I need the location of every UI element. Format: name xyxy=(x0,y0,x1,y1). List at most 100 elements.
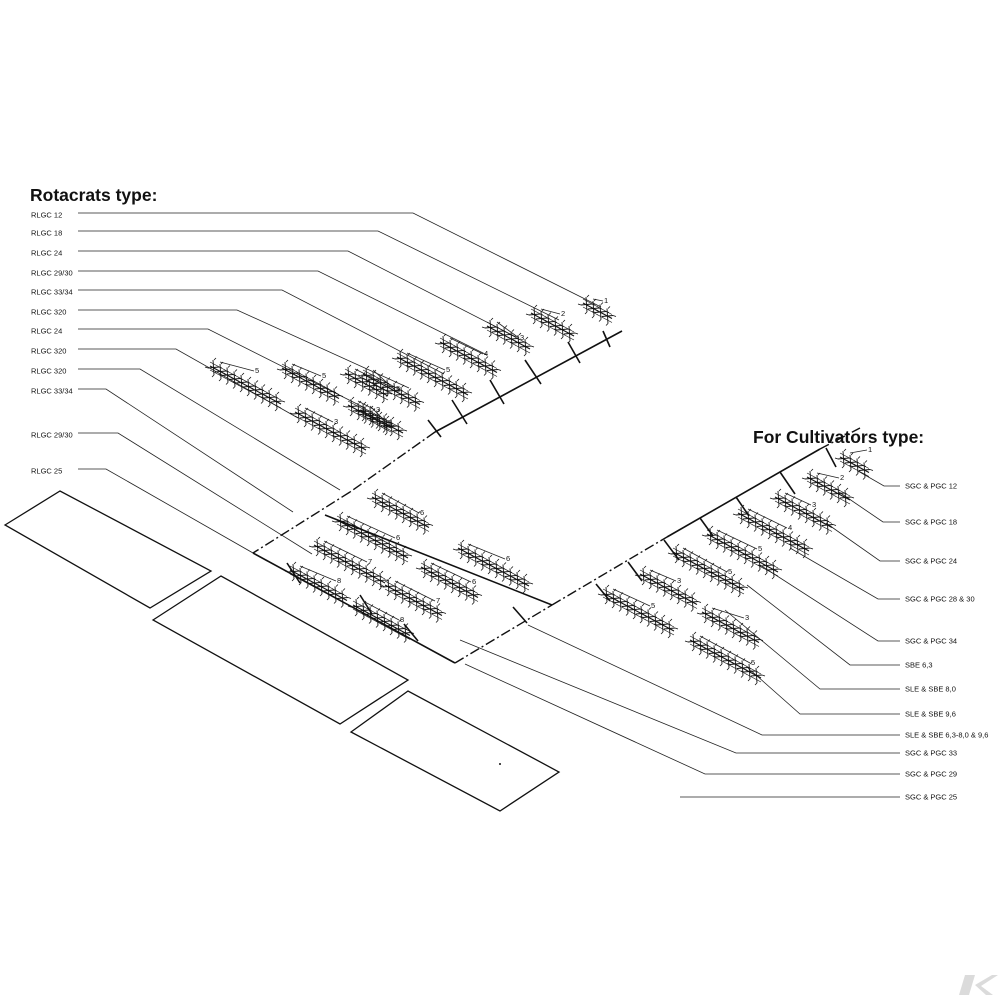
roller-callout-number: 1 xyxy=(868,445,872,454)
roller-callout-number: 3 xyxy=(376,405,380,414)
roller-callout-number: 4 xyxy=(788,523,792,532)
leader-line xyxy=(759,564,900,642)
roller-callout-number: 6 xyxy=(396,533,400,542)
cultivators-label: SGC & PGC 12 xyxy=(905,482,957,491)
leader-line xyxy=(527,624,900,736)
roller-assembly: 3 xyxy=(634,565,702,612)
rotacrats-label: RLGC 12 xyxy=(31,211,62,220)
roller-assembly: 8 xyxy=(347,596,415,643)
rotacrats-label: RLGC 33/34 xyxy=(31,288,73,297)
cultivators-label: SGC & PGC 28 & 30 xyxy=(905,595,975,604)
roller-assembly: 6 xyxy=(452,539,534,594)
roller-assembly: 5 xyxy=(339,364,400,404)
cultivators-label: SGC & PGC 34 xyxy=(905,637,957,646)
roller-assembly: 5 xyxy=(204,357,286,412)
roller-assembly: 7 xyxy=(379,576,447,623)
cultivators-label: SLE & SBE 9,6 xyxy=(905,710,956,719)
cultivators-label: SGC & PGC 18 xyxy=(905,518,957,527)
roller-callout-number: 3 xyxy=(677,576,681,585)
rotacrats-label: RLGC 25 xyxy=(31,467,62,476)
roller-assembly: 2 xyxy=(801,468,855,508)
right-boom xyxy=(551,427,861,606)
roller-assembly: 5 xyxy=(667,543,749,598)
rotacrats-label: RLGC 29/30 xyxy=(31,269,73,278)
leader-lines xyxy=(78,212,900,798)
roller-assembly: 2 xyxy=(525,304,579,344)
placeholder-box-1 xyxy=(3,490,213,609)
rotacrats-label: RLGC 24 xyxy=(31,327,62,336)
placeholder-box-2 xyxy=(151,575,410,725)
leader-line xyxy=(825,522,900,562)
roller-assembly: 5 xyxy=(391,348,473,403)
leader-line xyxy=(78,348,299,419)
leader-line xyxy=(78,230,560,321)
leader-line xyxy=(838,491,900,523)
leader-line xyxy=(857,470,900,487)
roller-assembly: 5 xyxy=(354,401,408,441)
roller-callout-number: 8 xyxy=(400,615,404,624)
roller-callout-number: 6 xyxy=(472,577,476,586)
roller-assembly: 1 xyxy=(577,294,617,326)
roller-assembly: 5 xyxy=(684,631,766,686)
cultivators-label: SBE 6,3 xyxy=(905,661,933,670)
roller-assembly: 6 xyxy=(415,558,483,605)
leader-line xyxy=(78,388,294,513)
roller-assembly: 8 xyxy=(284,561,352,608)
leader-line xyxy=(78,432,313,555)
rotacrats-label: RLGC 320 xyxy=(31,308,66,317)
leader-line xyxy=(746,584,900,666)
rotacrats-label: RLGC 320 xyxy=(31,367,66,376)
leader-line xyxy=(78,309,410,389)
cultivators-label: SGC & PGC 25 xyxy=(905,793,957,802)
roller-callout-number: 5 xyxy=(728,567,732,576)
roller-assembly: 4 xyxy=(434,333,502,380)
leader-line xyxy=(78,212,602,308)
leader-line xyxy=(747,667,900,715)
rotacrats-label: RLGC 320 xyxy=(31,347,66,356)
leader-line xyxy=(724,609,900,690)
leader-line xyxy=(78,468,268,562)
roller-callout-number: 6 xyxy=(506,554,510,563)
leader-line xyxy=(464,663,900,775)
cultivators-label-list: SGC & PGC 12 SGC & PGC 18 SGC & PGC 24 SGC … xyxy=(905,482,988,802)
roller-callout-number: 3 xyxy=(334,417,338,426)
brand-logo xyxy=(959,975,998,995)
cultivators-label: SLE & SBE 8,0 xyxy=(905,685,956,694)
roller-assembly: 4 xyxy=(732,504,814,559)
rotacrats-label: RLGC 24 xyxy=(31,249,62,258)
roller-callout-number: 6 xyxy=(420,508,424,517)
rotacrats-label: RLGC 29/30 xyxy=(31,431,73,440)
rotacrats-label: RLGC 18 xyxy=(31,229,62,238)
roller-assembly: 3 xyxy=(481,317,535,357)
roller-assembly: 3 xyxy=(357,365,425,412)
roller-assembly: 6 xyxy=(331,511,413,566)
roller-callout-number: 3 xyxy=(745,613,749,622)
leader-line xyxy=(789,547,900,600)
leader-line xyxy=(78,368,341,491)
upper-boom xyxy=(349,330,623,493)
roller-callout-number: 4 xyxy=(484,349,488,358)
roller-callout-number: 5 xyxy=(758,544,762,553)
roller-assembly: 5 xyxy=(597,584,679,639)
leader-line xyxy=(78,270,488,356)
cultivators-heading: For Cultivators type: xyxy=(753,427,924,447)
roller-callout-number: 5 xyxy=(396,384,400,393)
roller-callout-number: 2 xyxy=(561,309,565,318)
roller-callout-number: 5 xyxy=(255,366,259,375)
roller-callout-number: 5 xyxy=(388,418,392,427)
roller-callout-number: 7 xyxy=(436,596,440,605)
roller-callout-number: 5 xyxy=(751,658,755,667)
roller-callout-number: 2 xyxy=(840,473,844,482)
roller-assembly: 3 xyxy=(769,488,837,535)
placeholder-box-3 xyxy=(349,690,561,812)
cultivators-label: SLE & SBE 6,3-8,0 & 9,6 xyxy=(905,731,988,740)
roller-callout-number: 3 xyxy=(520,333,524,342)
roller-assembly: 7 xyxy=(308,536,390,591)
roller-callout-number: 3 xyxy=(396,385,400,394)
roller-assembly: 3 xyxy=(696,603,764,650)
leader-line xyxy=(459,639,900,754)
rotacrats-heading: Rotacrats type: xyxy=(30,185,157,205)
roller-callout-number: 5 xyxy=(651,601,655,610)
cultivators-label: SGC & PGC 24 xyxy=(905,557,957,566)
